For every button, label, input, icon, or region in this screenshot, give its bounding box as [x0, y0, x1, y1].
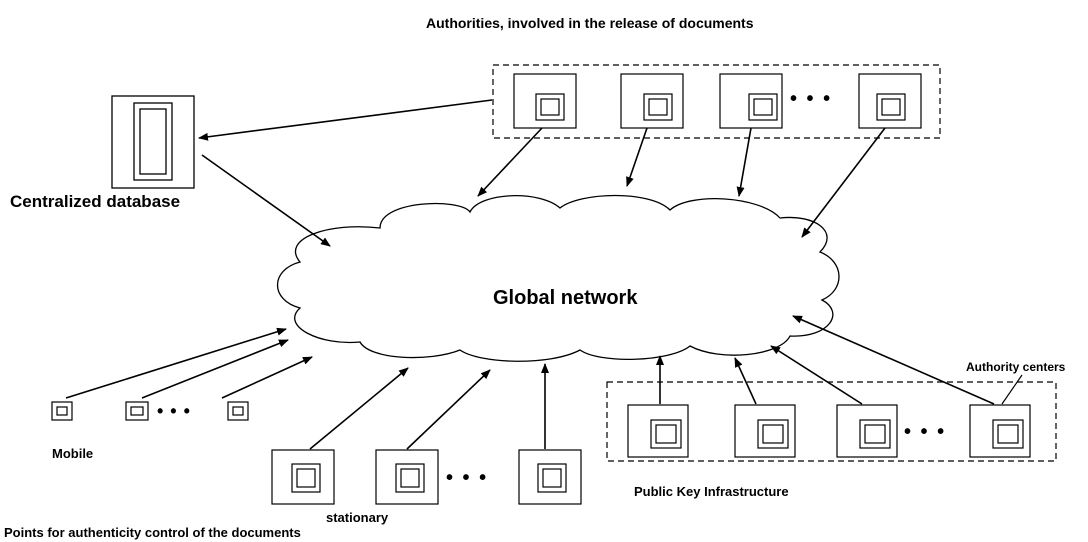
pki-node — [627, 404, 689, 458]
stationary-label: stationary — [326, 510, 389, 525]
arrow — [198, 99, 493, 141]
arrow — [736, 127, 752, 197]
arrow — [477, 127, 543, 197]
authority-node — [719, 73, 783, 129]
authority-node — [620, 73, 684, 129]
ellipsis-stationary: • • • — [446, 467, 488, 489]
centralized-database-label: Centralized database — [10, 192, 180, 211]
arrow — [309, 367, 409, 450]
global-network-cloud — [276, 194, 840, 362]
arrow — [201, 154, 331, 247]
arrow — [801, 127, 886, 238]
pki-node — [836, 404, 898, 458]
stationary-node — [518, 449, 582, 505]
mobile-node — [125, 401, 149, 421]
arrow — [141, 339, 289, 399]
mobile-label: Mobile — [52, 446, 93, 461]
arrow — [65, 327, 287, 399]
global-network-label: Global network — [493, 287, 638, 309]
pki-node — [969, 404, 1031, 458]
authorities-title: Authorities, involved in the release of … — [426, 15, 754, 31]
points-label: Points for authenticity control of the d… — [4, 525, 301, 540]
arrow — [770, 345, 863, 405]
mobile-node — [227, 401, 249, 421]
arrow — [626, 127, 648, 187]
callout-line — [1001, 374, 1023, 405]
mobile-node — [51, 401, 73, 421]
pki-node — [734, 404, 796, 458]
arrow — [792, 315, 995, 405]
authority-node — [513, 73, 577, 129]
authority-node — [858, 73, 922, 129]
stationary-node — [375, 449, 439, 505]
arrow — [406, 369, 491, 450]
centralized-database-icon — [111, 95, 195, 189]
arrows — [65, 99, 995, 450]
ellipsis-mobile: • • • — [157, 401, 191, 421]
authority-centers-label: Authority centers — [966, 360, 1066, 374]
pki-group — [606, 381, 1057, 462]
stationary-node — [271, 449, 335, 505]
arrow — [734, 357, 757, 405]
authorities-group — [492, 64, 941, 139]
arrow — [221, 356, 313, 399]
ellipsis-authorities: • • • — [790, 88, 832, 110]
pki-label: Public Key Infrastructure — [634, 484, 789, 499]
ellipsis-pki: • • • — [904, 421, 946, 443]
